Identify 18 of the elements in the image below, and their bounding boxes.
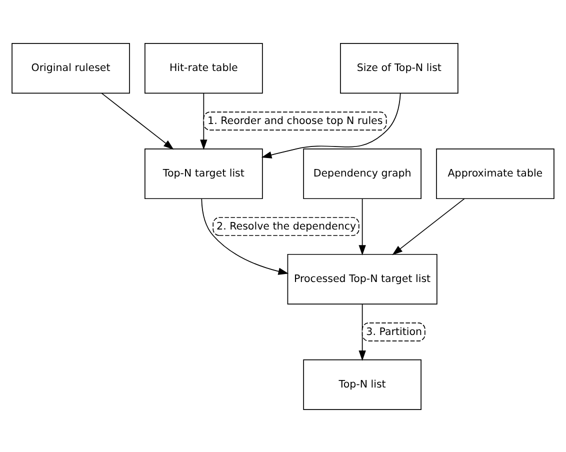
node-box: Approximate table bbox=[436, 148, 554, 199]
edge-label: 3. Partition bbox=[366, 326, 422, 338]
arrow bbox=[201, 198, 289, 274]
node-box: Processed Top-N target list bbox=[287, 253, 438, 304]
arrow bbox=[101, 92, 174, 150]
arrow bbox=[392, 198, 465, 255]
arrow bbox=[200, 92, 208, 150]
node-box: Hit-rate table bbox=[144, 42, 263, 94]
node-box: Top-N target list bbox=[144, 148, 263, 199]
node-box: Size of Top-N list bbox=[340, 42, 458, 94]
node-box: Top-N list bbox=[303, 358, 422, 410]
arrow bbox=[358, 198, 366, 255]
edge-label: 1. Reorder and choose top N rules bbox=[208, 114, 383, 127]
arrow bbox=[261, 92, 401, 158]
node-box: Dependency graph bbox=[303, 148, 422, 199]
arrow bbox=[358, 303, 366, 360]
node-box: Original ruleset bbox=[12, 42, 130, 94]
edge-label: 2. Resolve the dependency bbox=[216, 220, 356, 232]
